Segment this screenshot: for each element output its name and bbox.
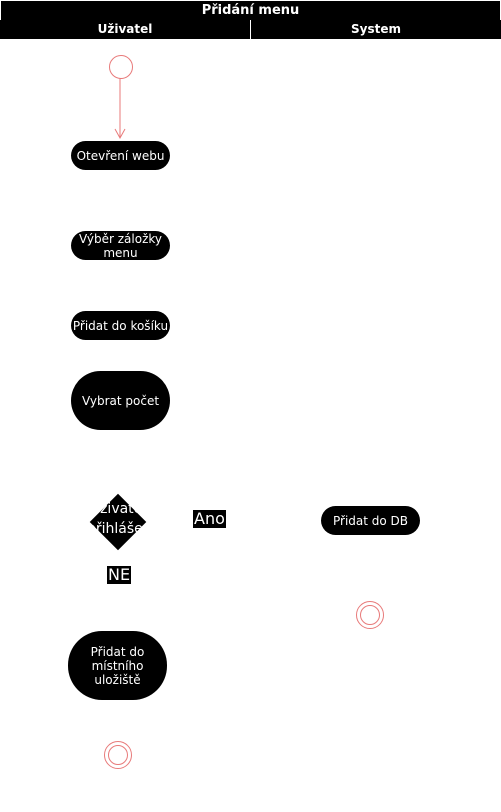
edge-arrowhead: [114, 128, 126, 140]
node-select-tab: Výběr záložky menu: [71, 231, 170, 260]
end-node-uzivatel: [104, 741, 132, 769]
edge-label-yes: Ano: [193, 509, 226, 528]
decision-label: Uživatel přihlášen: [87, 501, 149, 537]
node-add-to-cart: Přidat do košíku: [71, 311, 170, 340]
lane-system: [251, 40, 501, 812]
edge-label-no: NE: [107, 565, 132, 584]
node-choose-count: Vybrat počet: [71, 371, 170, 430]
node-add-local-storage: Přidat do místního uložiště: [68, 631, 167, 700]
start-node: [109, 55, 133, 79]
lane-header-system: System: [251, 20, 501, 39]
decision-node: Uživatel přihlášen: [87, 493, 149, 551]
end-node-system: [356, 601, 384, 629]
node-add-db: Přidat do DB: [321, 506, 420, 535]
lane-header-uzivatel: Uživatel: [0, 20, 251, 39]
node-open-web: Otevření webu: [71, 141, 170, 170]
